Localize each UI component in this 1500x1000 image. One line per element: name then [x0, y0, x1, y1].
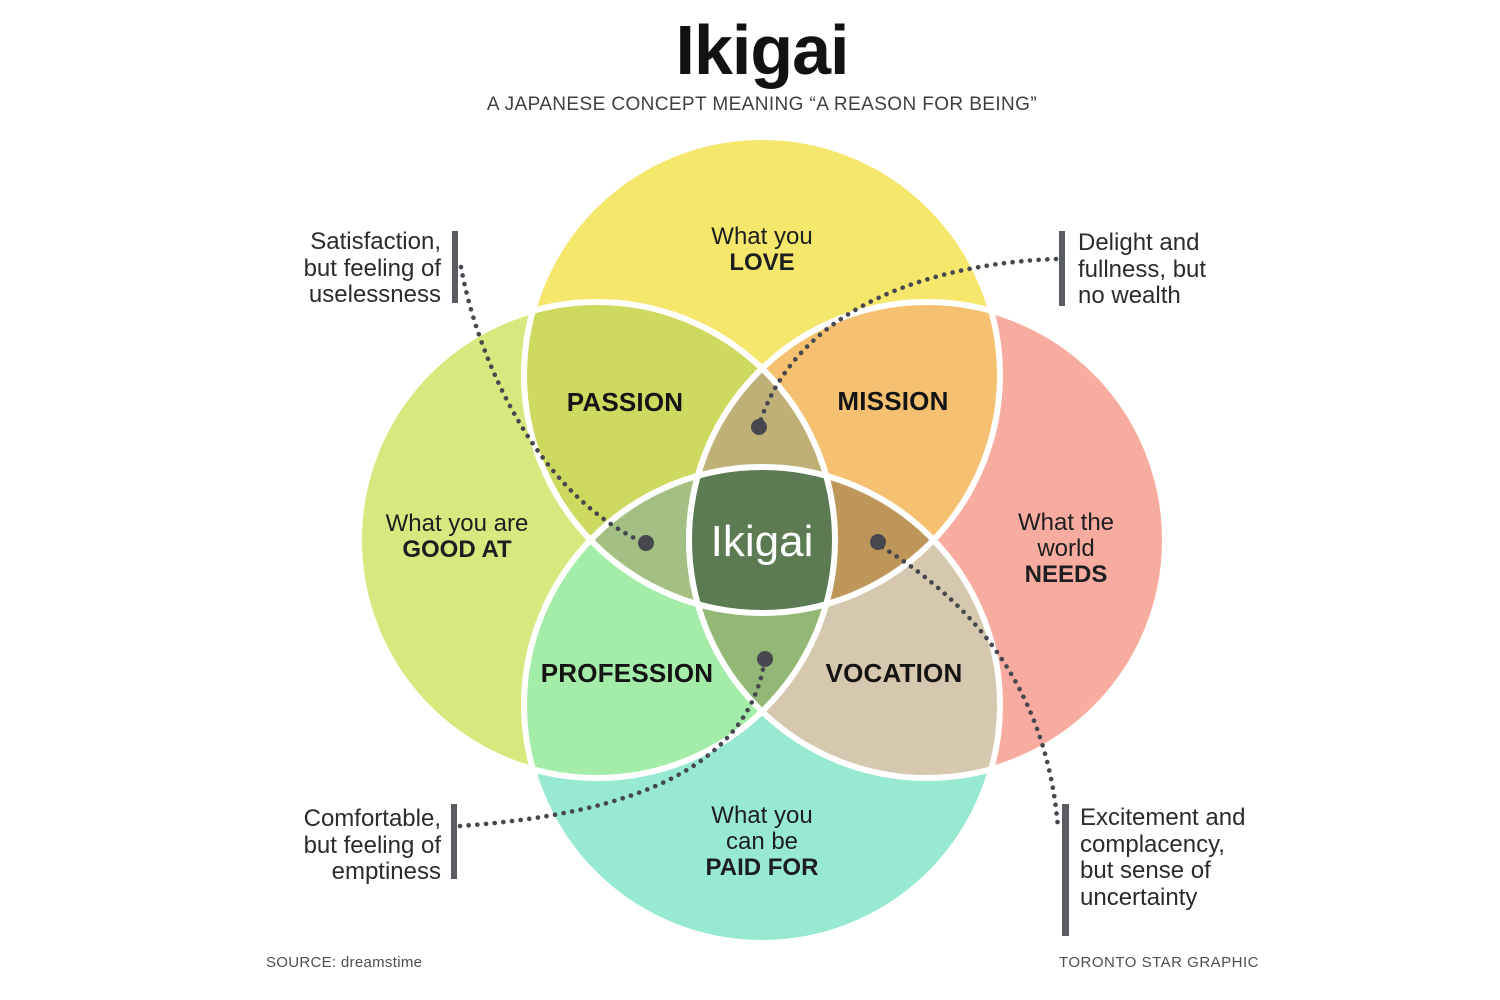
needs-circle-outline: [686, 299, 1168, 781]
needs-label-emphasis: NEEDS: [1024, 561, 1108, 588]
good-at-label-emphasis: GOOD AT: [402, 536, 512, 563]
callout-bar-bottom-left: [451, 804, 457, 879]
paid-for-label-text: What you can be: [711, 802, 813, 855]
callout-bar-top-right: [1059, 231, 1065, 306]
good-at-label-text: What you are: [385, 510, 529, 537]
good-at-circle-label: What you are GOOD AT: [347, 511, 567, 563]
paid-for-circle-label: What you can be PAID FOR: [652, 803, 872, 881]
page-title: Ikigai: [675, 11, 850, 89]
love-paidfor-goodat-region: [524, 467, 835, 613]
callout-top-right: Delight and fullness, but no wealth: [1078, 229, 1207, 309]
love-label-emphasis: LOVE: [729, 249, 795, 276]
footer-source: SOURCE: dreamstime: [266, 954, 423, 971]
connector-top-right: [757, 256, 1059, 425]
love-circle-outline: [521, 134, 1003, 616]
footer-credit: TORONTO STAR GRAPHIC: [1058, 954, 1259, 971]
paid-for-circle-outline: [521, 464, 1003, 946]
connector-dot-right-lens: [870, 534, 886, 550]
callout-bar-top-left: [452, 231, 458, 303]
love-paidfor-needs-region: [689, 467, 1000, 613]
callout-bar-bottom-right: [1062, 804, 1069, 936]
callout-bottom-left: Comfortable, but feeling of emptiness: [303, 805, 441, 885]
mission-label: MISSION: [837, 386, 949, 416]
callout-bottom-right: Excitement and complacency, but sense of…: [1080, 804, 1246, 911]
connector-dot-left-lens: [638, 535, 654, 551]
callout-top-left: Satisfaction, but feeling of uselessness: [303, 228, 441, 308]
profession-label: PROFESSION: [540, 658, 714, 688]
love-label-text: What you: [711, 223, 813, 250]
passion-label: PASSION: [566, 387, 684, 417]
needs-circle-label: What the world NEEDS: [956, 510, 1176, 588]
page-subtitle: A JAPANESE CONCEPT MEANING “A REASON FOR…: [486, 94, 1038, 115]
connector-dot-bottom-triangle: [757, 651, 773, 667]
connector-dot-top-triangle: [751, 419, 767, 435]
needs-label-text: What the world: [1017, 509, 1115, 562]
paid-for-label-emphasis: PAID FOR: [705, 854, 819, 881]
good-at-circle-outline: [356, 299, 838, 781]
connector-bottom-left: [457, 661, 767, 829]
connector-bottom-right: [879, 544, 1061, 831]
vocation-label: VOCATION: [825, 658, 963, 688]
love-circle-label: What you LOVE: [652, 224, 872, 276]
ikigai-center-label: Ikigai: [710, 517, 814, 566]
